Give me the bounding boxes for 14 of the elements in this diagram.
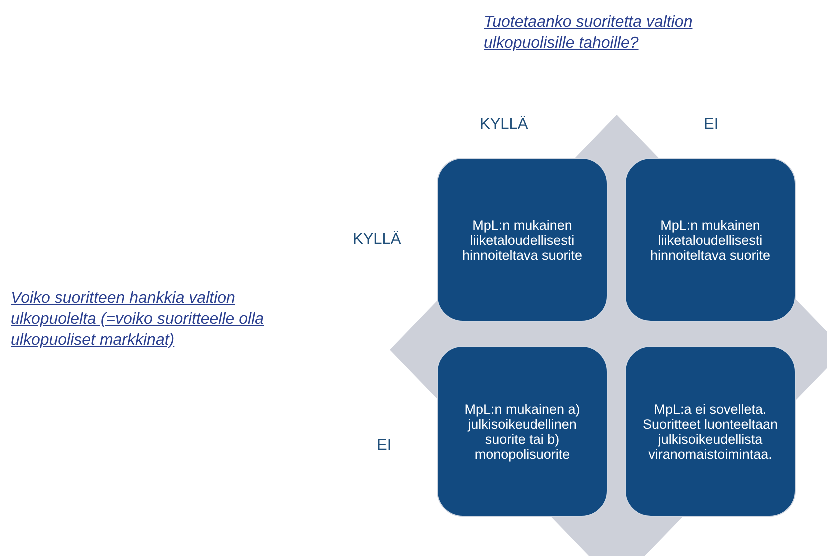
box-text: MpL:n mukainen a) julkisoikeudellinen suorite tai b) monopolisuorite [464,402,582,462]
axis-question: Tuotetaanko suoritetta valtion ulkopuolisille tahoille? [484,13,694,54]
row-heading: EI [377,437,392,455]
column-heading: KYLLÄ [480,116,528,134]
axis-question: Voiko suoritteen hankkia valtion ulkopuolelta (=voiko suoritteelle olla ulkopuoliset markkinat) [11,289,266,351]
box-text: MpL:n mukainen liiketaloudellisesti hinnoiteltava suorite [461,218,584,262]
quadrant-box [625,346,796,517]
row-heading: KYLLÄ [353,231,402,249]
box-text: MpL:n mukainen liiketaloudellisesti hinnoiteltava suorite [649,218,772,262]
quadrant-box [625,158,796,322]
box-text: MpL:a ei sovelleta. Suoritteet luonteeltaan julkisoikeudellista viranomaistoimintaa. [642,402,780,462]
column-heading: EI [704,116,719,134]
quadrant-box [437,158,608,322]
quadrant-box [437,346,608,517]
